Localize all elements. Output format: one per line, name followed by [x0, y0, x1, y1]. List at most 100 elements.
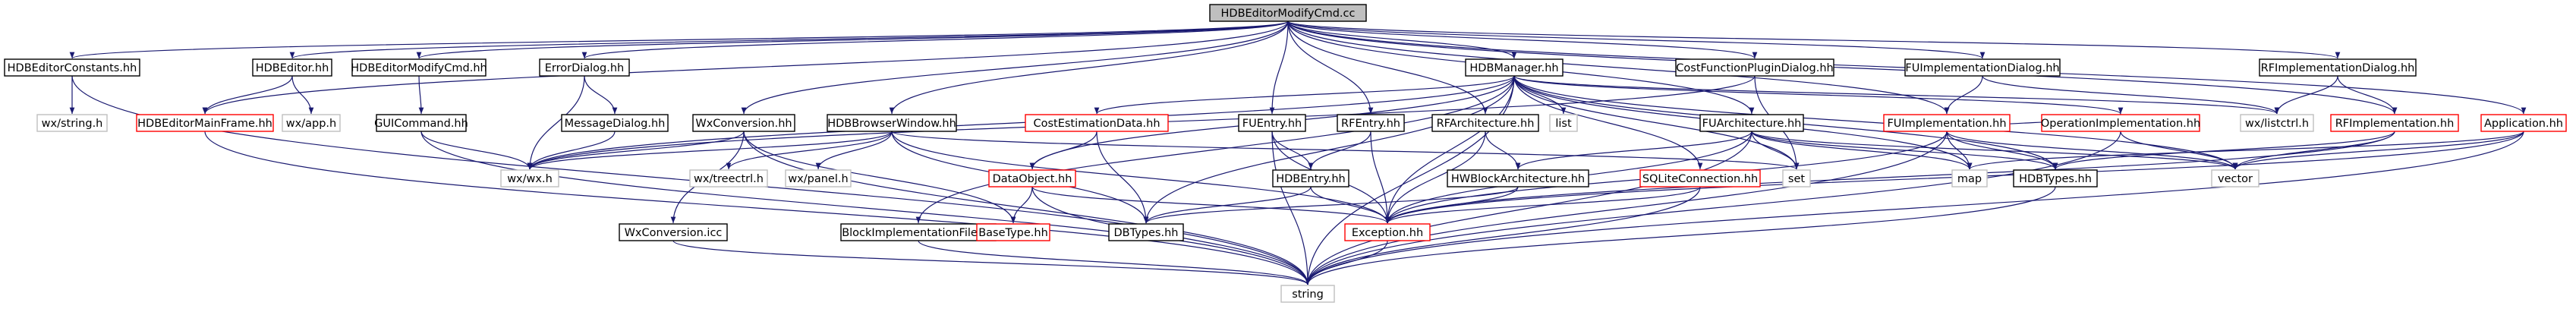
edge-rfarchitecture-hh-to-hwblockarchitecture-hh: [1485, 131, 1521, 170]
node-hdbentry-hh[interactable]: HDBEntry.hh: [1272, 169, 1349, 188]
node-label: wx/app.h: [286, 118, 336, 130]
node-wxconversion-hh[interactable]: WxConversion.hh: [692, 114, 795, 132]
node-label: SQLiteConnection.hh: [1642, 173, 1758, 185]
edge-hdbeditor-hh-to-wx-app-h: [291, 75, 314, 115]
node-box: [1699, 114, 1804, 132]
node-set[interactable]: set: [1782, 169, 1811, 188]
node-label: HWBlockArchitecture.hh: [1451, 173, 1585, 185]
node-application-hh[interactable]: Application.hh: [2480, 114, 2567, 132]
node-fuimplementation-hh[interactable]: FUImplementation.hh: [1883, 114, 2011, 132]
node-costestimationdata-hh[interactable]: CostEstimationData.hh: [1025, 114, 1169, 132]
node-wx-wx-h[interactable]: wx/wx.h: [500, 169, 559, 188]
edge-hdbmanager-hh-to-dbtypes-hh: [1143, 75, 1515, 224]
edge-rfimplementationdialog-hh-to-rfimplementation-hh: [2337, 75, 2398, 115]
node-label: wx/wx.h: [507, 173, 553, 185]
edge-hdbeditormodifycmd-cc-to-rfentry-hh: [1287, 20, 1374, 115]
node-box: [136, 114, 274, 132]
edge-wxconversion-icc-to-string: [672, 240, 1311, 285]
edge-hdbeditormodifycmd-cc-to-hdbeditor-hh: [290, 20, 1289, 59]
node-label: BlockImplementationFile.hh: [842, 227, 995, 239]
node-hdbeditormodifycmd-cc[interactable]: HDBEditorModifyCmd.cc: [1209, 4, 1367, 22]
node-vector[interactable]: vector: [2211, 169, 2260, 188]
node-label: HDBTypes.hh: [2019, 173, 2092, 185]
edge-operationimplementation-hh-to-vector: [2120, 131, 2238, 170]
node-wx-app-h[interactable]: wx/app.h: [282, 114, 341, 132]
edge-hdbeditormodifycmd-cc-to-hdbbrowserwindow-hh: [889, 20, 1289, 115]
node-label: FUArchitecture.hh: [1702, 118, 1802, 130]
edge-hdbentry-hh-to-exception-hh: [1310, 186, 1390, 224]
node-wx-treectrl-h[interactable]: wx/treectrl.h: [689, 169, 768, 188]
node-label: WxConversion.hh: [695, 118, 792, 130]
node-hdbtypes-hh[interactable]: HDBTypes.hh: [2013, 169, 2098, 188]
node-map[interactable]: map: [1951, 169, 1988, 188]
node-box: [1675, 58, 1834, 77]
node-fuentry-hh[interactable]: FUEntry.hh: [1238, 114, 1306, 132]
node-costfunctionplugindialog-hh[interactable]: CostFunctionPluginDialog.hh: [1675, 58, 1834, 77]
node-messagedialog-hh[interactable]: MessageDialog.hh: [561, 114, 669, 132]
node-wx-panel-h[interactable]: wx/panel.h: [785, 169, 852, 188]
node-box: [351, 58, 487, 77]
node-basetype-hh[interactable]: BaseType.hh: [976, 223, 1050, 241]
node-label: RFEntry.hh: [1341, 118, 1400, 130]
node-dbtypes-hh[interactable]: DBTypes.hh: [1108, 223, 1184, 241]
edge-fuimplementation-hh-to-vector: [1946, 131, 2238, 170]
node-hdbeditormodifycmd-hh[interactable]: HDBEditorModifyCmd.hh: [351, 58, 487, 77]
edge-fuarchitecture-hh-to-vector: [1751, 131, 2238, 170]
node-label: HDBEditor.hh: [256, 62, 329, 74]
node-box: [1904, 58, 2061, 77]
node-guicommand-hh[interactable]: GUICommand.hh: [374, 114, 468, 132]
node-sqliteconnection-hh[interactable]: SQLiteConnection.hh: [1639, 169, 1761, 188]
node-wx-listctrl-h[interactable]: wx/listctrl.h: [2240, 114, 2314, 132]
node-exception-hh[interactable]: Exception.hh: [1344, 223, 1431, 241]
node-list[interactable]: list: [1549, 114, 1578, 132]
edge-hdbtypes-hh-to-string: [1305, 186, 2056, 285]
node-label: OperationImplementation.hh: [2041, 118, 2200, 130]
node-rfentry-hh[interactable]: RFEntry.hh: [1337, 114, 1405, 132]
node-label: wx/treectrl.h: [694, 173, 764, 185]
node-hdbeditor-hh[interactable]: HDBEditor.hh: [252, 58, 332, 77]
node-string[interactable]: string: [1280, 285, 1335, 303]
edge-dataobject-hh-to-exception-hh: [1031, 186, 1390, 224]
node-hdbeditormainframe-hh[interactable]: HDBEditorMainFrame.hh: [136, 114, 274, 132]
node-box: [4, 58, 140, 77]
node-rfarchitecture-hh[interactable]: RFArchitecture.hh: [1431, 114, 1539, 132]
node-rfimplementation-hh[interactable]: RFImplementation.hh: [2330, 114, 2459, 132]
node-hdbmanager-hh[interactable]: HDBManager.hh: [1465, 58, 1564, 77]
node-wx-string-h[interactable]: wx/string.h: [36, 114, 108, 132]
node-box: [827, 114, 957, 132]
node-label: HDBEditorMainFrame.hh: [137, 118, 272, 130]
node-label: wx/listctrl.h: [2245, 118, 2309, 130]
node-box: [1280, 285, 1335, 303]
node-wxconversion-icc[interactable]: WxConversion.icc: [619, 223, 728, 241]
node-errordialog-hh[interactable]: ErrorDialog.hh: [539, 58, 630, 77]
node-hdbeditorconstants-hh[interactable]: HDBEditorConstants.hh: [4, 58, 140, 77]
edge-fuimplementation-hh-to-hdbtypes-hh: [1946, 131, 2058, 170]
node-box: [1337, 114, 1405, 132]
node-fuimplementationdialog-hh[interactable]: FUImplementationDialog.hh: [1904, 58, 2061, 77]
node-label: CostFunctionPluginDialog.hh: [1676, 62, 1833, 74]
edge-blockimplementationfile-hh-to-string: [918, 240, 1311, 285]
edge-hdbbrowserwindow-hh-to-wx-panel-h: [815, 131, 893, 170]
edge-rfimplementation-hh-to-hdbtypes-hh: [2052, 131, 2395, 170]
node-hdbbrowserwindow-hh[interactable]: HDBBrowserWindow.hh: [827, 114, 957, 132]
node-box: [561, 114, 669, 132]
node-operationimplementation-hh[interactable]: OperationImplementation.hh: [2041, 114, 2200, 132]
edge-hdbeditormodifycmd-cc-to-rfimplementationdialog-hh: [1287, 20, 2340, 59]
edge-fuentry-hh-to-hdbentry-hh: [1271, 131, 1314, 170]
node-dataobject-hh[interactable]: DataObject.hh: [988, 169, 1076, 188]
node-label: string: [1292, 288, 1324, 301]
edge-hdbentry-hh-to-dbtypes-hh: [1143, 186, 1312, 224]
edge-hdbmanager-hh-to-string: [1305, 75, 1515, 285]
node-fuarchitecture-hh[interactable]: FUArchitecture.hh: [1699, 114, 1804, 132]
node-box: [1447, 169, 1589, 188]
edge-hdbbrowserwindow-hh-to-exception-hh: [891, 131, 1390, 224]
node-box: [1465, 58, 1564, 77]
edge-hdbeditormainframe-hh-to-string: [204, 131, 1311, 285]
node-hwblockarchitecture-hh[interactable]: HWBlockArchitecture.hh: [1447, 169, 1589, 188]
edge-hdbeditormodifycmd-cc-to-hdbeditormainframe-hh: [202, 20, 1289, 115]
node-blockimplementationfile-hh[interactable]: BlockImplementationFile.hh: [840, 223, 997, 241]
node-box: [2211, 169, 2260, 188]
node-rfimplementationdialog-hh[interactable]: RFImplementationDialog.hh: [2259, 58, 2417, 77]
node-box: [1209, 4, 1367, 22]
edge-fuarchitecture-hh-to-map: [1751, 131, 1973, 170]
